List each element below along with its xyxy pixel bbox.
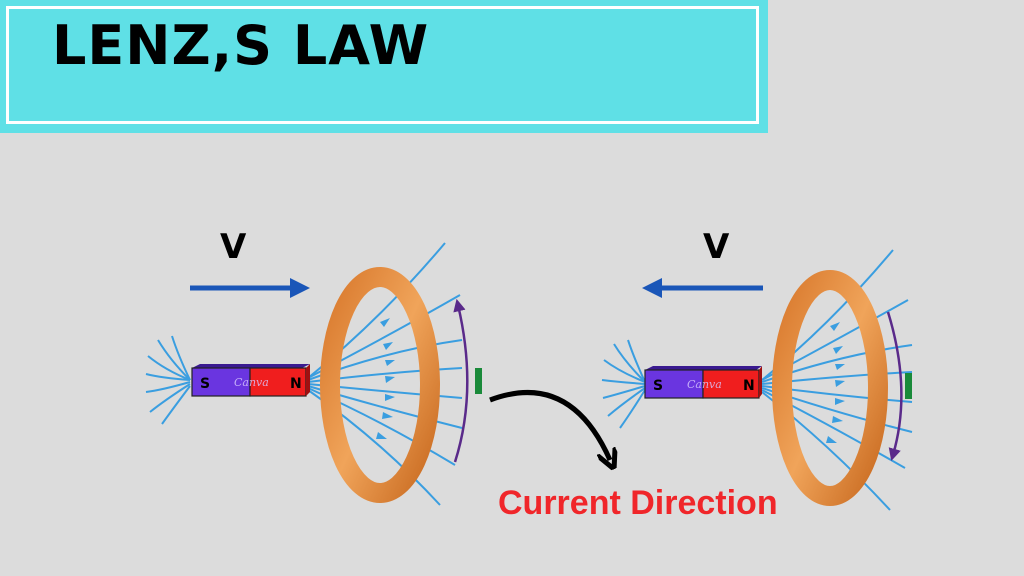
right-current-label bbox=[905, 373, 912, 399]
left-magnet-n-label: N bbox=[290, 376, 302, 392]
right-velocity-label: V bbox=[703, 227, 730, 267]
page-title: LENZ,S LAW bbox=[52, 14, 430, 77]
left-magnet-south bbox=[191, 367, 251, 397]
right-magnet-s-label: S bbox=[653, 378, 663, 394]
left-magnet-north bbox=[249, 367, 307, 397]
left-magnet-s-label: S bbox=[200, 376, 210, 392]
right-magnet-watermark: Canva bbox=[687, 378, 722, 391]
title-banner: LENZ,S LAW bbox=[0, 0, 768, 133]
right-current-arrow bbox=[886, 311, 903, 461]
current-direction-caption: Current Direction bbox=[498, 484, 778, 522]
right-ring bbox=[772, 270, 888, 506]
left-magnet-watermark: Canva bbox=[234, 376, 269, 389]
right-magnet-south bbox=[644, 369, 704, 399]
left-current-label bbox=[475, 368, 482, 394]
right-magnet-north bbox=[702, 369, 760, 399]
left-current-arrow bbox=[453, 298, 469, 463]
title-banner-border bbox=[6, 6, 759, 124]
right-magnet: S N Canva bbox=[644, 366, 762, 399]
current-direction-pointer-arrow bbox=[489, 390, 610, 461]
left-field-arrowheads bbox=[376, 318, 395, 439]
left-magnet: S N Canva bbox=[191, 364, 310, 397]
left-ring bbox=[320, 267, 440, 503]
left-field-lines-south bbox=[145, 335, 191, 425]
right-field-lines-south bbox=[601, 339, 646, 429]
right-panel: V bbox=[601, 227, 913, 511]
right-field-arrowheads bbox=[826, 322, 845, 443]
left-panel: V bbox=[145, 227, 482, 506]
right-magnet-n-label: N bbox=[743, 378, 755, 394]
left-velocity-label: V bbox=[220, 227, 247, 267]
